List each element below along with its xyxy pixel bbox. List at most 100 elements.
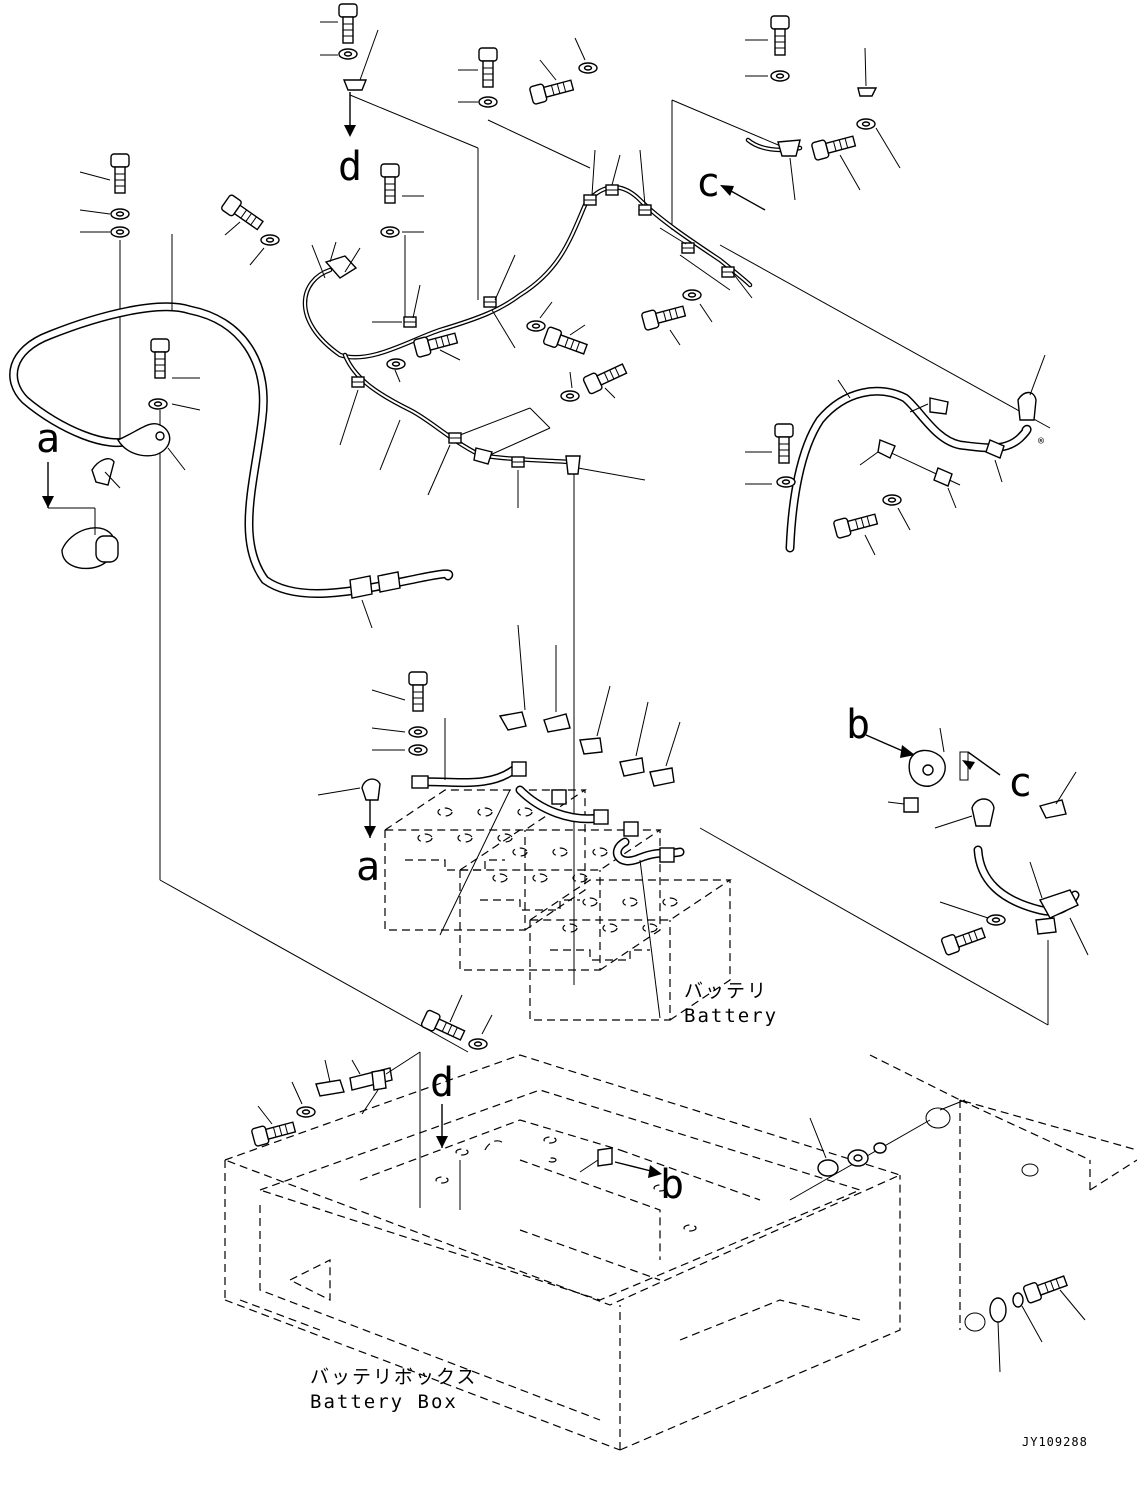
clip-icon [605,184,619,196]
arrow-icon [436,1136,448,1148]
washer-icon [380,226,400,238]
washer-icon [296,1106,316,1118]
bolt-icon [250,1117,298,1148]
washer-icon [468,1038,488,1050]
terminal-cover-icon [543,713,571,733]
connector-icon [565,455,581,475]
arrow-icon [962,760,975,770]
washer-icon [770,70,790,82]
battery-box-label-en: Battery Box [310,1391,458,1413]
right-ground-cable: ® [745,354,1046,556]
bolt-icon [219,193,266,234]
clip-icon [351,376,365,388]
switch-detail: b c [846,702,1089,957]
battery-label-en: Battery [684,1005,778,1027]
clip-icon [985,439,1005,459]
washer-icon [776,476,796,488]
clip-icon [349,575,373,599]
callout-d-box: d [430,1060,454,1106]
battery-box: b d バッテリボックス Battery Box [223,994,902,1451]
bolt-icon [940,923,988,957]
callout-a-bottom: a [356,844,380,890]
clip-icon [929,397,949,415]
washer-icon [1012,1292,1024,1308]
arrow-icon [42,496,54,508]
terminal-cover-icon [91,458,115,486]
leader-lines [119,94,1051,1210]
clip-icon [403,316,417,328]
terminal-cover-icon [498,711,527,731]
clip-icon [583,194,597,206]
clip-icon [377,571,401,593]
washer-icon [408,726,428,738]
clip-icon [681,242,695,254]
bolt-icon [581,359,629,396]
battery-box-label-jp: バッテリボックス [310,1366,477,1388]
clip-icon [933,467,953,487]
bolt-icon [542,325,590,359]
bolt-icon [380,163,400,204]
arrow-icon [648,1165,662,1178]
clip-icon [597,1147,613,1167]
bolt-icon [770,15,790,56]
terminal-cover-icon [361,778,381,801]
bolt-icon [1022,1271,1070,1305]
arrow-icon [900,745,915,758]
clip-icon [1035,917,1057,935]
washer-icon [560,390,580,402]
washer-icon [986,914,1006,926]
terminal-icon [117,423,171,457]
wire-harness [219,149,753,508]
bolt-icon [528,75,576,106]
bolt-icon [832,509,880,540]
washer-icon [260,234,280,246]
terminal-cover-icon [619,757,645,777]
clamp-icon [342,79,368,91]
clip-icon [448,432,462,444]
top-clamp-group: d [320,3,598,190]
clip-icon [511,456,525,468]
callout-b-box: b [660,1162,684,1208]
terminal-cover-icon [1038,799,1067,819]
bolt-icon [640,301,688,332]
connector-icon [473,447,493,465]
washer-icon [882,494,902,506]
terminal-cover-icon [579,737,603,755]
bolt-icon [110,153,130,194]
clip-icon [638,204,652,216]
clamp-icon [857,87,878,97]
bolt-icon [774,423,794,464]
washer-icon [989,1297,1007,1323]
battery-label-jp: バッテリ [684,980,768,1002]
callout-c-top: c [696,160,720,206]
callout-d-top: d [338,144,362,190]
washer-icon [338,48,358,60]
clip-icon [903,797,919,813]
callout-a-top: a [36,416,60,462]
clip-icon [877,439,896,459]
washer-icon [148,398,168,410]
washer-icon [110,208,130,220]
drawing-code: JY109288 [1022,1435,1088,1449]
terminal-cover-icon [649,767,675,787]
washer-icon [408,744,428,756]
terminal-icon [1038,889,1079,919]
clip-icon [483,296,497,308]
top-right-clamp-group: c [696,15,901,211]
washer-icon [817,1159,839,1177]
clip-icon [315,1079,345,1097]
washer-icon [578,62,598,74]
left-battery-cable: a [9,153,454,629]
washer-icon [856,118,876,130]
bolt-icon [338,3,358,44]
bolt-icon [478,47,498,88]
bolt-icon [150,338,170,379]
washer-icon [478,96,498,108]
washer-icon [386,358,406,370]
svg-text:®: ® [1038,436,1045,447]
arrow-icon [344,125,356,137]
bolt-icon [408,671,428,712]
terminal-cover-icon [971,798,995,827]
connector-icon [324,255,358,279]
terminal-cover-icon [1017,391,1037,421]
